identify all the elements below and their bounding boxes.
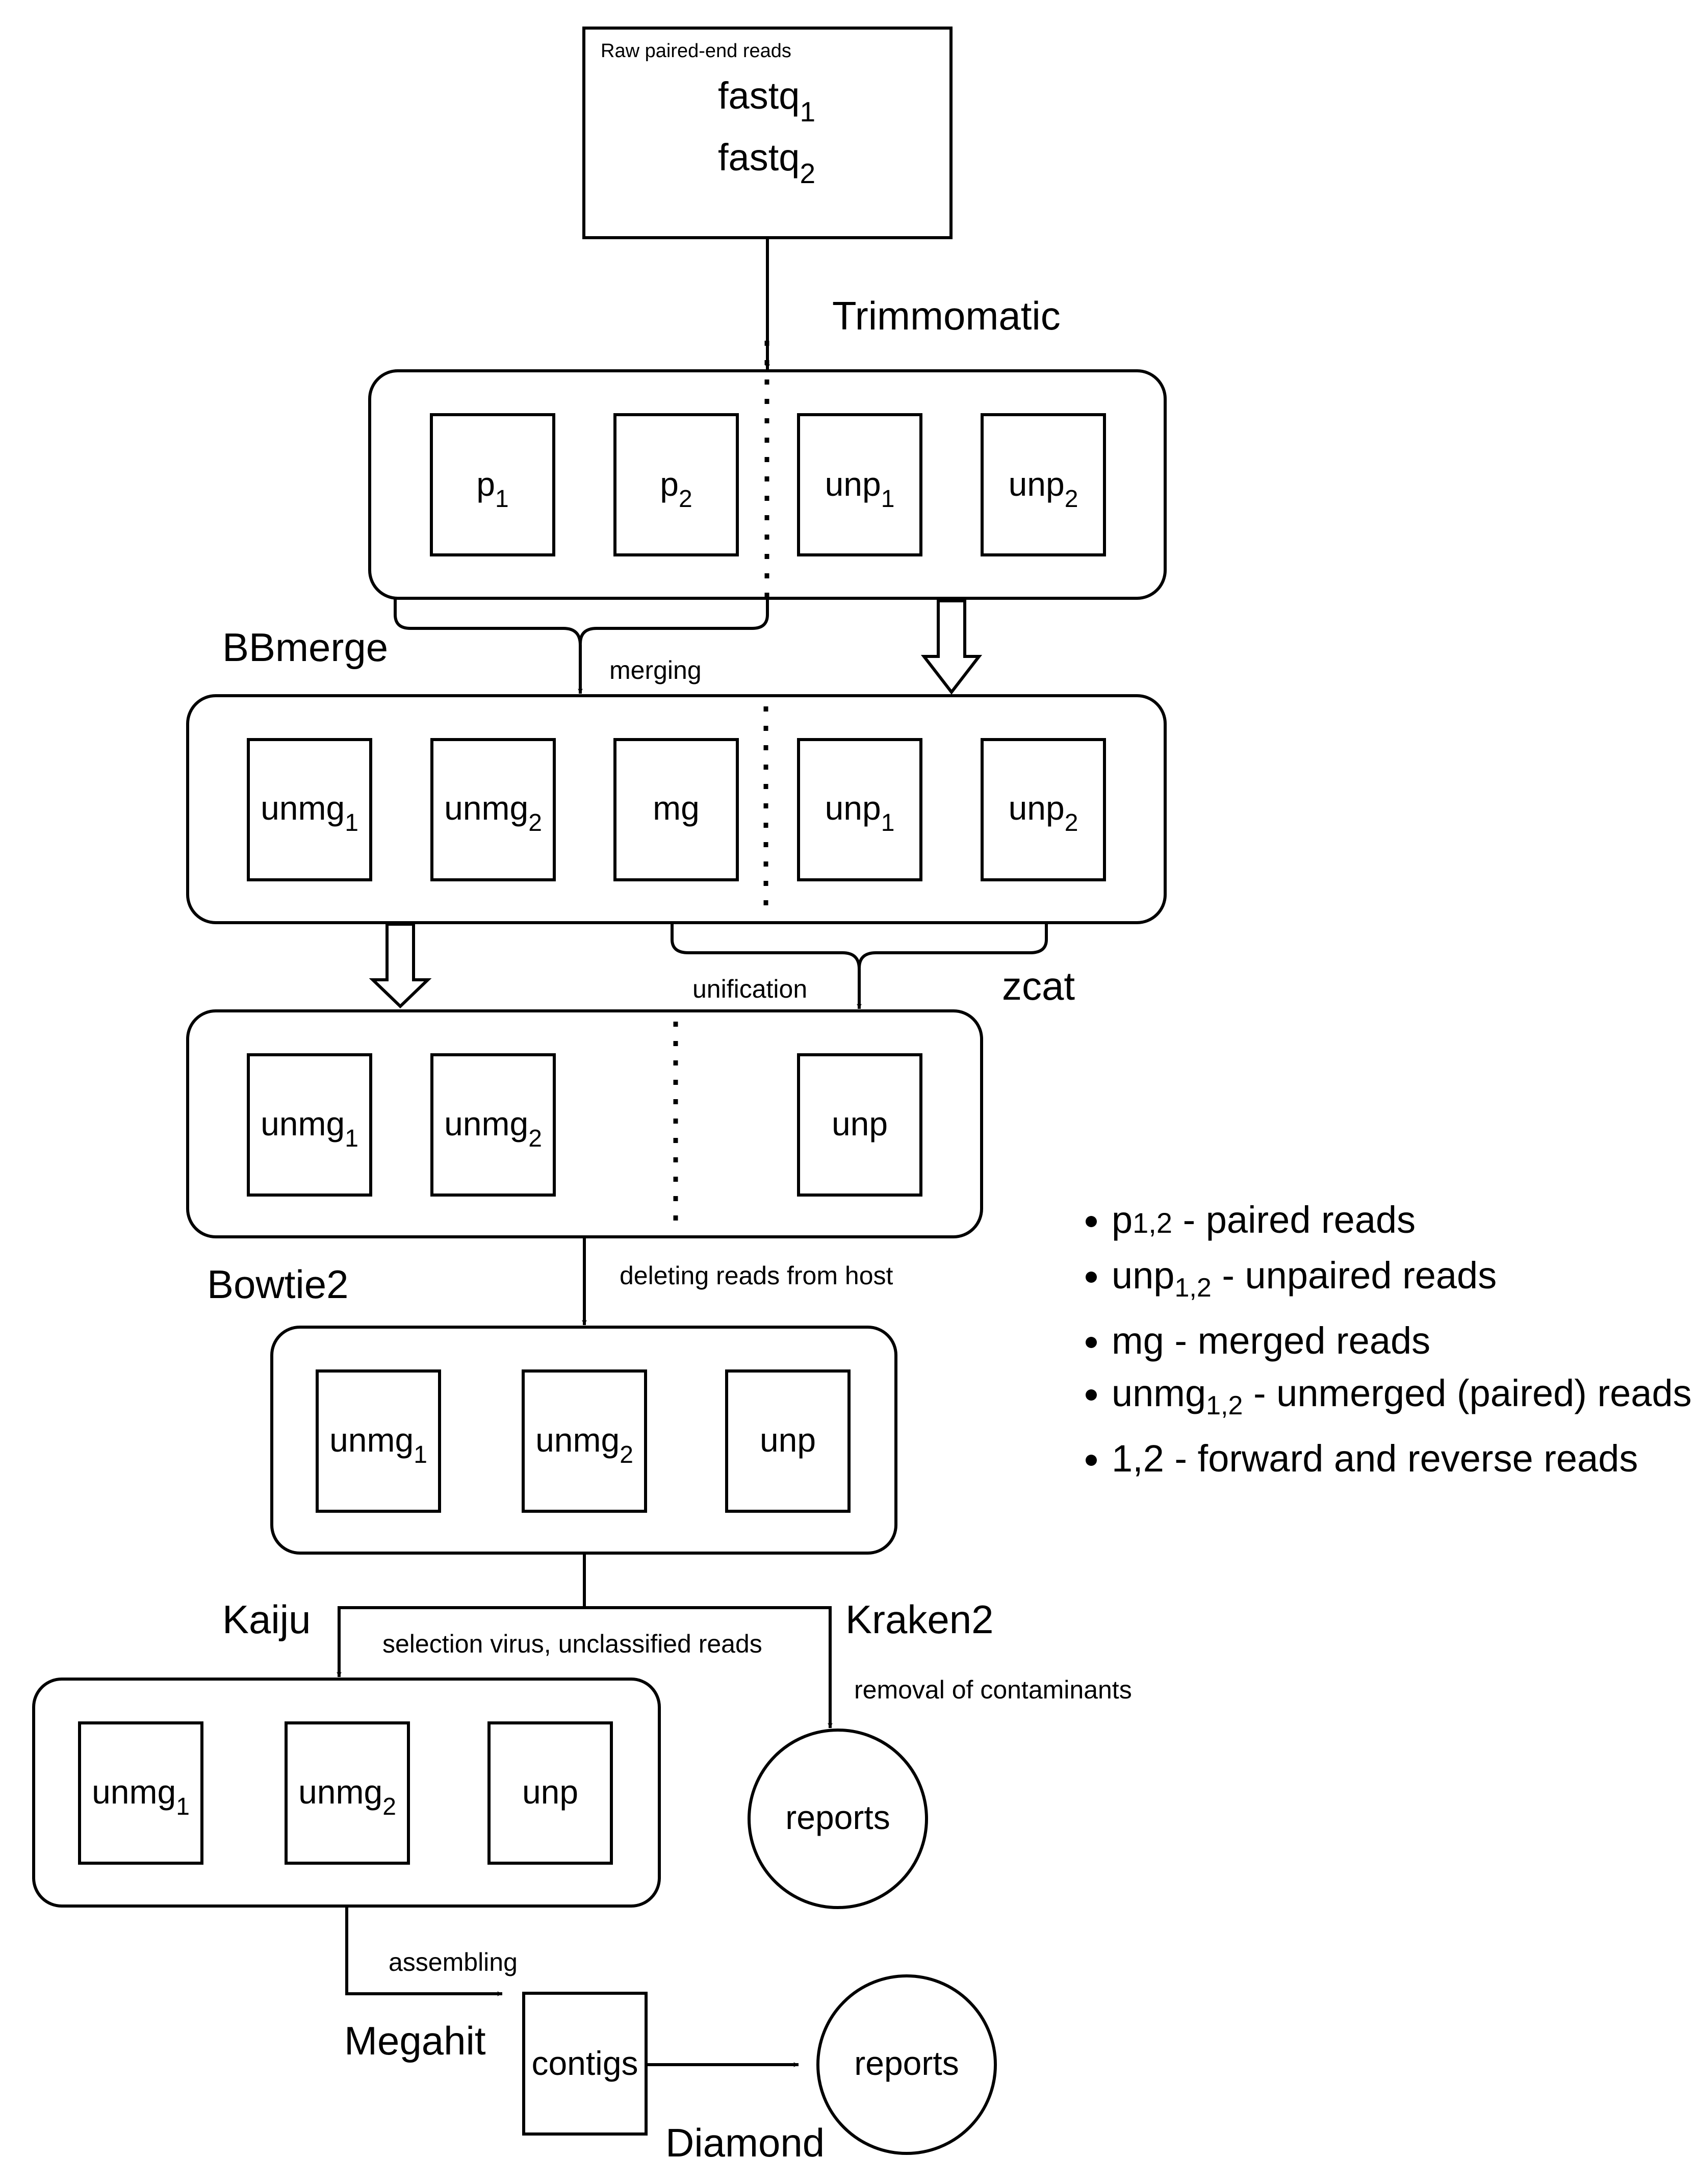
stage4-item-box	[725, 1369, 851, 1513]
stage3-item-label: unmg1	[261, 1105, 358, 1152]
deleting-step-label: deleting reads from host	[620, 1261, 893, 1290]
legend-item: unp1,2 - unpaired reads	[1112, 1249, 1692, 1314]
kraken-reports-label: reports	[785, 1798, 890, 1836]
stage3-item-label: unmg2	[444, 1105, 542, 1152]
kaiju-arrow	[337, 1606, 584, 1677]
kaiju-label: Kaiju	[222, 1597, 311, 1642]
stage1-item-box	[430, 413, 555, 556]
bbmerge-label: BBmerge	[222, 625, 388, 670]
stage3-item-label: unp	[832, 1105, 888, 1142]
bbmerge-output-container	[186, 694, 1167, 924]
fastq1-label: fastq1	[718, 74, 815, 128]
contigs-label: contigs	[531, 2044, 638, 2082]
stage2-item-box	[430, 738, 556, 881]
kraken2-arrow	[584, 1606, 833, 1728]
stage4-item-label: unmg1	[329, 1421, 427, 1468]
stage4-item-box	[316, 1369, 441, 1513]
merging-step-label: merging	[609, 656, 702, 684]
zcat-label: zcat	[1002, 963, 1075, 1008]
megahit-label: Megahit	[344, 2018, 486, 2063]
stage1-item-label: unp2	[1009, 465, 1078, 513]
stage2-item-label: unmg2	[444, 789, 542, 836]
stage2-item-box	[613, 738, 739, 881]
stage5-item-label: unmg2	[298, 1773, 396, 1820]
stage3-item-box	[247, 1053, 372, 1197]
selection-step-label: selection virus, unclassified reads	[382, 1630, 762, 1658]
assembling-step-label: assembling	[389, 1948, 518, 1976]
stage1-item-label: p2	[660, 465, 692, 513]
legend-item: unmg1,2 - unmerged (paired) reads	[1112, 1367, 1692, 1432]
stage2-item-label: unp2	[1009, 789, 1078, 836]
stage5-item-box	[78, 1721, 203, 1865]
stage2-item-label: mg	[653, 789, 700, 827]
stage5-item-box	[487, 1721, 613, 1865]
stage2-item-label: unp1	[825, 789, 895, 836]
unification-step-label: unification	[692, 975, 807, 1003]
legend-item: p1,2 - paired reads	[1112, 1193, 1692, 1249]
stage1-item-box	[797, 413, 922, 556]
legend: p1,2 - paired reads unp1,2 - unpaired re…	[1056, 1193, 1692, 1485]
stage1-item-box	[981, 413, 1106, 556]
unpaired-passthrough-arrow	[920, 599, 983, 695]
merging-bracket	[394, 598, 583, 694]
bowtie2-label: Bowtie2	[207, 1262, 349, 1307]
stage2-item-box	[247, 738, 372, 881]
stage1-item-box	[613, 413, 739, 556]
stage2-item-box	[981, 738, 1106, 881]
kraken2-label: Kraken2	[845, 1597, 994, 1642]
stage5-item-label: unp	[522, 1773, 578, 1811]
removal-step-label: removal of contaminants	[854, 1675, 1132, 1704]
diamond-reports-circle	[816, 1974, 997, 2155]
stage4-item-box	[522, 1369, 647, 1513]
merging-bracket-right	[579, 598, 769, 644]
stage5-item-label: unmg1	[92, 1773, 190, 1820]
stage4-item-label: unmg2	[535, 1421, 633, 1468]
unification-bracket-right	[858, 923, 1048, 969]
diamond-label: Diamond	[665, 2120, 825, 2165]
stage2-item-box	[797, 738, 922, 881]
raw-reads-caption: Raw paired-end reads	[601, 40, 791, 62]
megahit-arrow	[345, 1906, 502, 1996]
stage4-item-label: unp	[760, 1421, 816, 1459]
trimmomatic-label: Trimmomatic	[832, 293, 1061, 338]
diamond-reports-label: reports	[854, 2044, 959, 2082]
unmerged-passthrough-arrow	[369, 923, 432, 1009]
legend-item: mg - merged reads	[1112, 1314, 1692, 1367]
stage3-item-box	[430, 1053, 556, 1197]
kraken-reports-circle	[748, 1729, 928, 1909]
stage3-item-box	[797, 1053, 922, 1197]
fastq2-label: fastq2	[718, 136, 815, 189]
stage1-item-label: unp1	[825, 465, 895, 513]
stage2-item-label: unmg1	[261, 789, 358, 836]
stage1-item-label: p1	[476, 465, 508, 513]
legend-item: 1,2 - forward and reverse reads	[1112, 1432, 1692, 1485]
stage5-item-box	[285, 1721, 410, 1865]
